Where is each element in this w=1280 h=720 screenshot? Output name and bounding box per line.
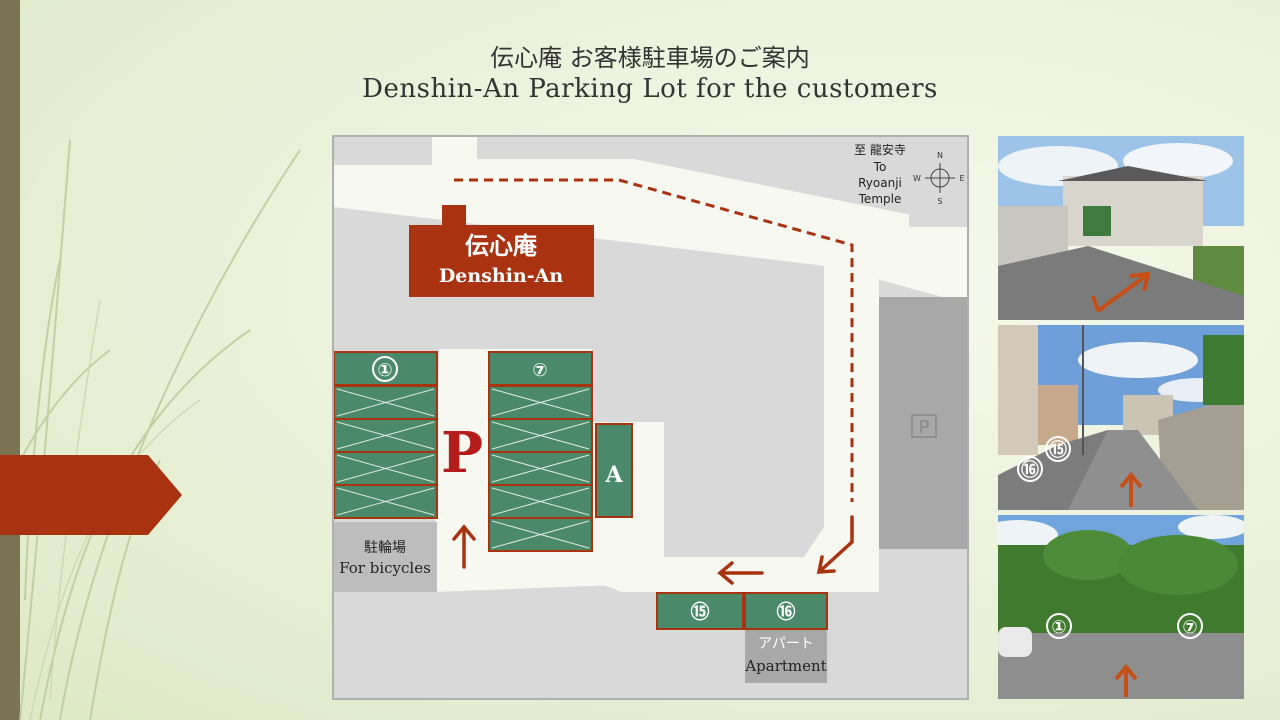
parking-space-cross — [336, 487, 435, 516]
parking-space-cross — [336, 421, 435, 450]
red-arrow-tab — [0, 455, 182, 535]
building-denshin-an — [409, 225, 594, 297]
compass-s: S — [937, 197, 942, 206]
bicycle-parking-jp: 駐輪場 — [364, 539, 406, 556]
photo2-label-16: ⑯ — [1021, 459, 1039, 481]
parking-space-cross — [336, 388, 435, 417]
apartment-en: Apartment — [744, 657, 826, 675]
building-name-en: Denshin-An — [439, 265, 564, 287]
compass-n: N — [937, 151, 943, 160]
space-7-label: ⑦ — [532, 360, 547, 381]
arrow-down-left — [816, 515, 854, 574]
bicycle-parking-area — [334, 522, 437, 592]
direction-jp: 至 龍安寺 — [854, 142, 906, 157]
parking-sign-p: P — [441, 420, 483, 486]
route-dashed-line — [454, 178, 854, 502]
photo-street-entrance — [998, 136, 1244, 320]
photo-parking-lot: ① ⑦ — [998, 515, 1244, 699]
photo3-label-7: ⑦ — [1182, 617, 1197, 638]
direction-en-2: Ryoanji — [858, 176, 902, 190]
space-16 — [744, 592, 828, 630]
space-15 — [656, 592, 744, 630]
space-15-label: ⑮ — [690, 600, 709, 623]
photo3-label-1: ① — [1051, 617, 1066, 638]
map-canvas: P 伝心庵 Denshin-An ① ⑦ A P 駐輪場 For bicycle… — [334, 137, 967, 698]
parking-space-cross — [336, 454, 435, 483]
neighbor-parking-lot — [879, 297, 967, 549]
space-16-label: ⑯ — [776, 600, 795, 623]
parking-space-cross — [491, 421, 590, 450]
compass-w: W — [913, 174, 921, 183]
photo2-label-15: ⑮ — [1049, 439, 1067, 461]
neighbor-parking-sign-box — [911, 414, 937, 438]
parking-map: P 伝心庵 Denshin-An ① ⑦ A P 駐輪場 For bicycle… — [332, 135, 969, 700]
parking-space-cross — [491, 454, 590, 483]
neighbor-parking-sign: P — [919, 417, 930, 438]
parking-lot-area — [334, 267, 879, 698]
right-parking-column: ⑦ — [488, 351, 593, 386]
grass-decoration — [9, 139, 301, 720]
page-title-japanese: 伝心庵 お客様駐車場のご案内 — [490, 44, 810, 72]
page-title-english: Denshin-An Parking Lot for the customers — [362, 74, 938, 104]
building-name-jp: 伝心庵 — [465, 231, 538, 260]
compass-corner — [909, 137, 967, 227]
space-1-label: ① — [377, 360, 392, 381]
reserved-space-a-label: A — [604, 462, 623, 488]
apartment-jp: アパート — [758, 636, 814, 652]
arrow-left — [717, 561, 764, 585]
route-arrows — [452, 515, 854, 585]
left-parking-column: ① — [334, 351, 438, 386]
parking-space-left-4 — [334, 451, 438, 486]
photo-street-15-16: ⑮ ⑯ — [998, 325, 1244, 510]
compass-icon — [925, 163, 955, 193]
compass-e: E — [959, 174, 964, 183]
direction-en-3: Temple — [858, 192, 902, 206]
left-accent-bar — [0, 0, 20, 720]
reserved-space-a — [595, 423, 633, 518]
building-entrance — [442, 205, 466, 227]
direction-en-1: To — [873, 160, 887, 174]
parking-space-cross — [491, 487, 590, 516]
crossed-parking-spaces — [334, 385, 593, 552]
parking-space-cross — [491, 388, 590, 417]
arrow-up — [452, 524, 476, 569]
bicycle-parking-en: For bicycles — [339, 559, 431, 577]
parking-space-cross — [491, 520, 590, 549]
apartment-block — [745, 630, 827, 683]
